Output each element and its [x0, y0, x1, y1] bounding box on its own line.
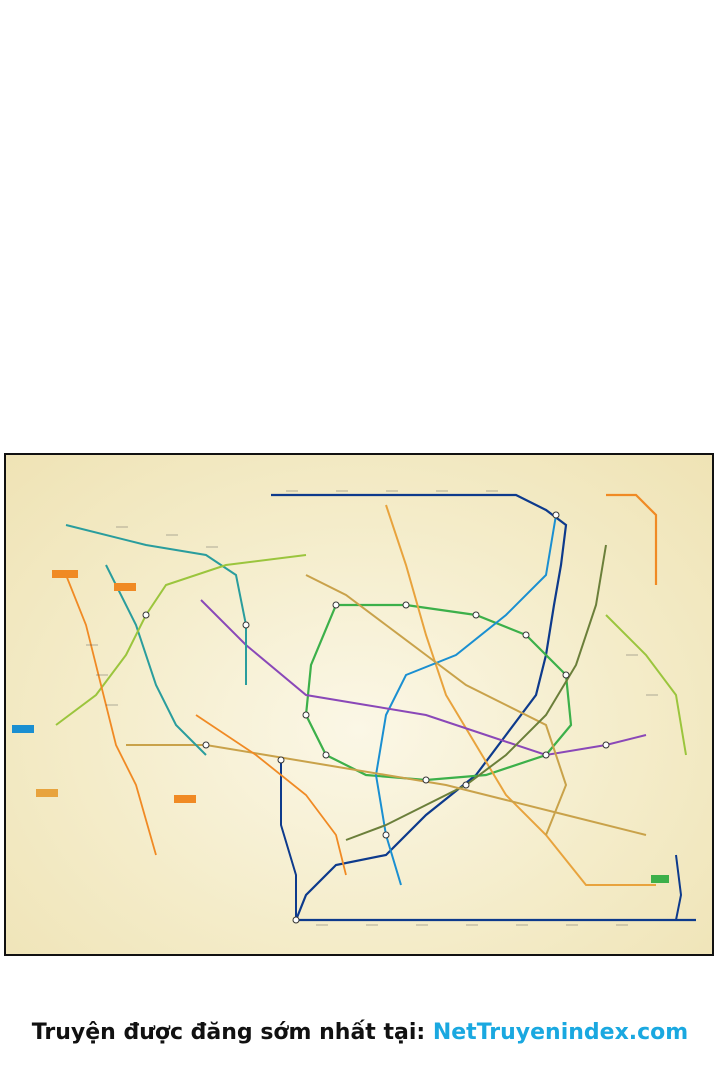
footer-lead-text: Truyện được đăng sớm nhất tại:	[31, 1020, 433, 1045]
subway-map-lines	[12, 490, 696, 926]
footer-banner: Truyện được đăng sớm nhất tại: NetTruyen…	[0, 1020, 720, 1052]
subway-map-image	[4, 453, 714, 956]
blank-page-area	[0, 0, 720, 450]
footer-site-link[interactable]: NetTruyenindex.com	[432, 1020, 689, 1045]
